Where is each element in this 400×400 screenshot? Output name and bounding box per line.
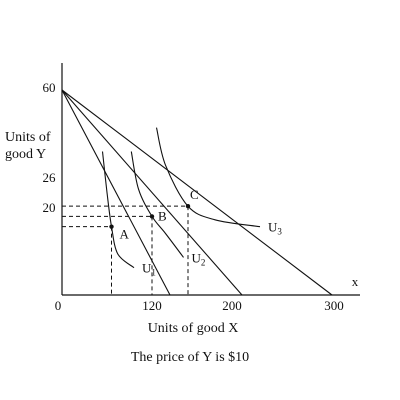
chart-caption: The price of Y is $10 — [131, 350, 249, 365]
x-axis-end-label: x — [352, 274, 359, 289]
point-label-c: C — [190, 187, 199, 202]
y-axis-label-line-1: Units of — [5, 130, 51, 145]
curve-label-u3: U3 — [268, 220, 282, 237]
budget-line-2 — [61, 89, 243, 296]
tangency-point-a — [109, 224, 114, 229]
x-tick-label-120: 120 — [142, 298, 162, 313]
point-label-b: B — [158, 208, 167, 223]
point-label-a: A — [120, 227, 130, 242]
indifference-curve-u3 — [155, 127, 261, 228]
y-tick-label-26: 26 — [43, 170, 57, 185]
x-tick-label-200: 200 — [222, 298, 242, 313]
tangency-point-b — [149, 214, 155, 219]
indifference-curve-u1 — [101, 151, 135, 269]
budget-line-1 — [61, 89, 171, 296]
indifference-curve-u2 — [130, 151, 184, 258]
y-tick-label-60: 60 — [43, 80, 56, 95]
tangency-point-c — [185, 203, 191, 209]
y-tick-label-20: 20 — [43, 200, 56, 215]
x-tick-label-0: 0 — [55, 298, 62, 313]
budget-line-3 — [61, 89, 333, 296]
x-tick-label-300: 300 — [324, 298, 344, 313]
curve-label-u2: U2 — [192, 250, 206, 267]
x-axis-label: Units of good X — [148, 321, 239, 336]
y-axis-label-line-2: good Y — [5, 147, 46, 162]
